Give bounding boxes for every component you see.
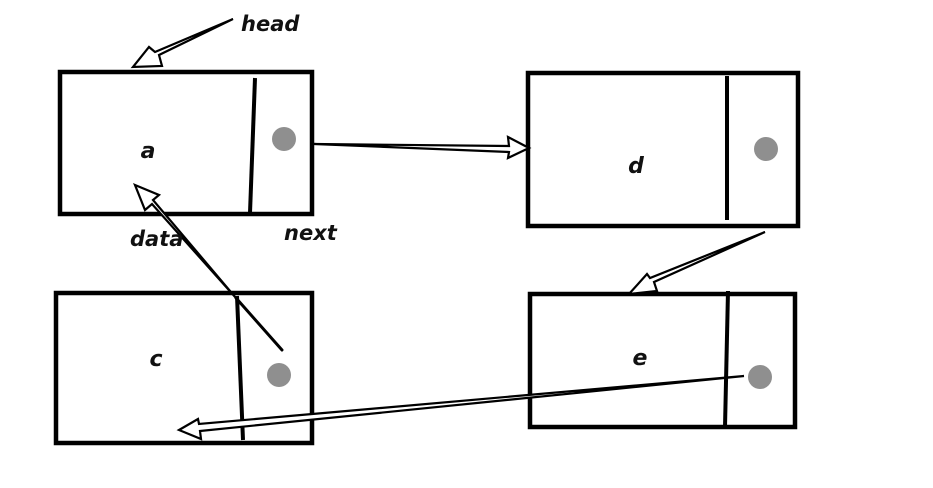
head-label: head — [241, 12, 300, 36]
node-a-label: a — [141, 139, 156, 164]
node-d-next-pointer — [754, 137, 778, 161]
arrow-a-to-d-shape — [313, 135, 532, 160]
node-a-divider — [248, 77, 257, 214]
arrow-head-to-a-shape — [130, 17, 234, 69]
node-c-label: c — [149, 347, 162, 372]
arrow-a-to-d — [313, 135, 532, 160]
node-a: a — [57, 69, 315, 217]
arrow-d-to-e — [626, 230, 766, 296]
arrow-c-to-a-tail — [234, 296, 284, 352]
node-e-divider — [723, 290, 730, 428]
node-a-next-pointer — [272, 127, 296, 151]
node-e: e — [527, 290, 798, 430]
node-e-next-pointer — [748, 365, 772, 389]
node-d-box — [525, 70, 801, 229]
node-d-label: d — [628, 154, 644, 179]
arrow-c-to-a — [133, 182, 284, 352]
arrow-e-to-c — [176, 374, 745, 441]
data-label: data — [130, 227, 183, 251]
next-label: next — [284, 221, 338, 245]
arrow-d-to-e-shape — [626, 230, 766, 296]
node-e-label: e — [633, 346, 648, 371]
node-e-box — [527, 291, 798, 430]
node-d: d — [525, 70, 801, 229]
node-c-divider — [235, 295, 245, 441]
arrow-head-to-a — [130, 17, 234, 69]
node-c-next-pointer — [267, 363, 291, 387]
arrow-e-to-c-shape — [176, 374, 745, 441]
arrow-c-to-a-shape — [133, 182, 241, 305]
node-a-box — [57, 69, 315, 217]
